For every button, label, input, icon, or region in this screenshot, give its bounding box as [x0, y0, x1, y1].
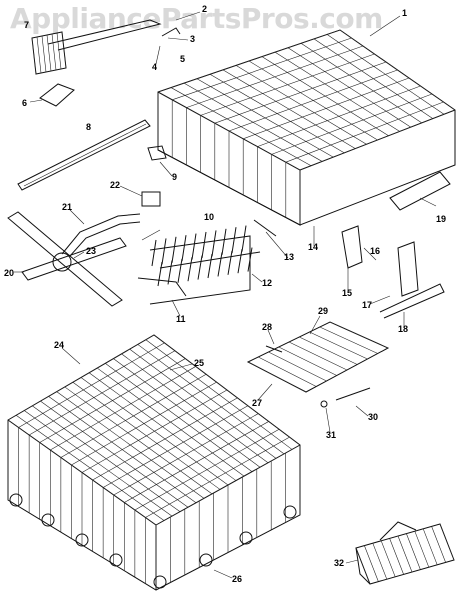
callout-26: 26 [232, 574, 243, 584]
leader-lines [14, 11, 437, 579]
small-basket [31, 31, 67, 75]
silverware-basket [355, 521, 455, 585]
callout-2: 2 [202, 4, 208, 14]
fold-down-tines [246, 321, 390, 408]
callout-12: 12 [262, 278, 273, 288]
callout-10: 10 [204, 212, 215, 222]
spray-arm [7, 211, 141, 307]
watermark: AppliancePartsPros.com [10, 2, 383, 35]
callout-23: 23 [86, 246, 97, 256]
callout-6: 6 [22, 98, 28, 108]
tine-rows [149, 225, 261, 305]
callout-7: 7 [24, 20, 30, 30]
callout-16: 16 [370, 246, 381, 256]
small-parts [137, 27, 451, 319]
callout-19: 19 [436, 214, 447, 224]
callout-20: 20 [4, 268, 15, 278]
callout-15: 15 [342, 288, 353, 298]
callout-21: 21 [62, 202, 73, 212]
rack-rail [17, 119, 151, 191]
cup-shelf [39, 19, 162, 107]
callout-1: 1 [402, 8, 408, 18]
callout-17: 17 [362, 300, 373, 310]
callout-30: 30 [368, 412, 379, 422]
callout-25: 25 [194, 358, 205, 368]
callout-3: 3 [190, 34, 196, 44]
callout-32: 32 [334, 558, 345, 568]
callout-4: 4 [152, 62, 158, 72]
callout-22: 22 [110, 180, 121, 190]
lower-rack [7, 334, 301, 591]
callout-9: 9 [172, 172, 178, 182]
callout-11: 11 [176, 314, 186, 324]
callout-24: 24 [54, 340, 65, 350]
callout-13: 13 [284, 252, 295, 262]
callout-14: 14 [308, 242, 319, 252]
callout-18: 18 [398, 324, 409, 334]
callout-29: 29 [318, 306, 329, 316]
upper-rack [157, 29, 456, 226]
callout-8: 8 [86, 122, 92, 132]
callout-31: 31 [326, 430, 337, 440]
callout-27: 27 [252, 398, 263, 408]
callout-28: 28 [262, 322, 273, 332]
callout-5: 5 [180, 54, 186, 64]
